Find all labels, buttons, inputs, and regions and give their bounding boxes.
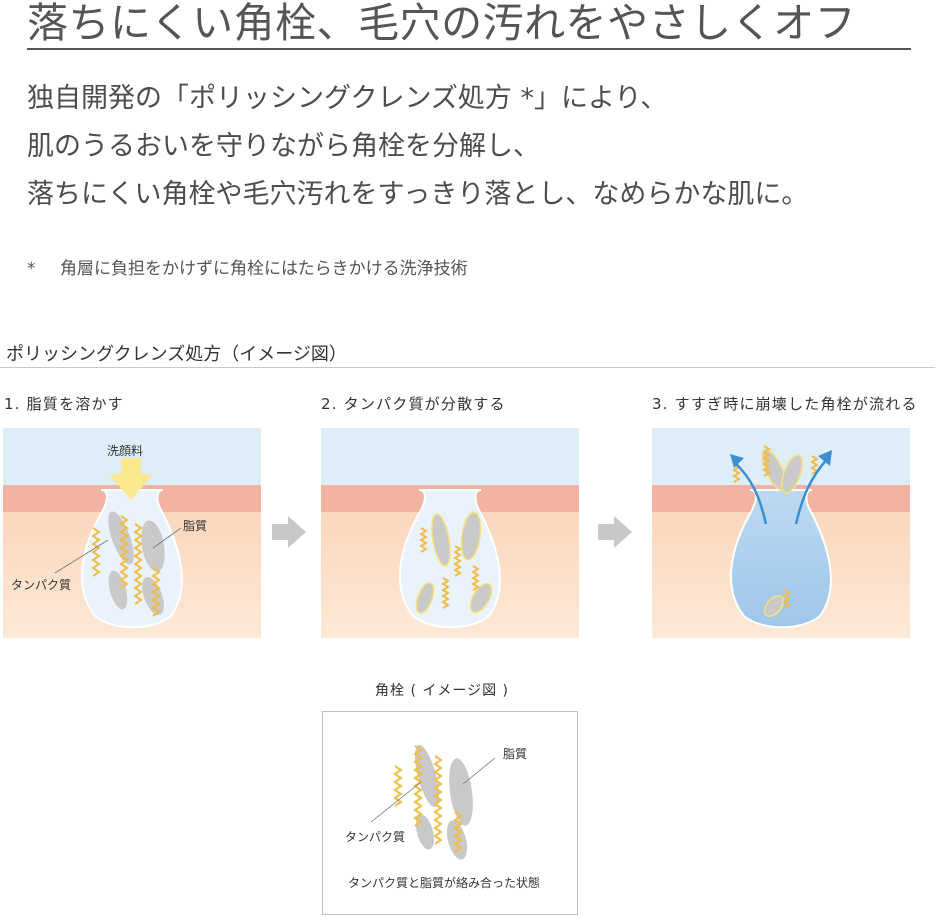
plug-lipid-label: 脂質 xyxy=(503,747,528,761)
body-line-3: 落ちにくい角栓や毛穴汚れをすっきり落とし、なめらかな肌に。 xyxy=(27,179,809,210)
step-arrow-1 xyxy=(272,516,306,548)
flow-arrows xyxy=(733,457,829,525)
step-2-illustration xyxy=(321,428,579,638)
body-line-2: 肌のうるおいを守りながら角栓を分解し、 xyxy=(27,131,540,162)
step-1-label: 1. 脂質を溶かす xyxy=(4,395,124,413)
step-3-label: 3. すすぎ時に崩壊した角栓が流れる xyxy=(652,395,918,413)
headline: 落ちにくい角栓、毛穴の汚れをやさしくオフ xyxy=(27,0,911,50)
protein-strands xyxy=(393,745,463,853)
step-2-label: 2. タンパク質が分散する xyxy=(321,395,506,413)
step-3-illustration xyxy=(652,428,910,638)
section-title: ポリッシングクレンズ処方（イメージ図） xyxy=(6,344,347,365)
plug-caption: タンパク質と脂質が絡み合った状態 xyxy=(348,876,541,890)
protein-strands xyxy=(91,515,161,617)
footnote-mark: * xyxy=(27,259,36,279)
lipid-label: 脂質 xyxy=(183,519,208,533)
section-divider xyxy=(0,367,935,368)
cleanser-label: 洗顔料 xyxy=(107,444,144,458)
step-arrow-2 xyxy=(598,516,632,548)
footnote-text: 角層に負担をかけずに角栓にはたらきかける洗浄技術 xyxy=(60,259,468,279)
protein-label: タンパク質 xyxy=(11,578,72,592)
plug-diagram-title: 角栓 ( イメージ図 ) xyxy=(375,683,509,699)
step-1-illustration: 洗顔料 脂質 タンパク質 xyxy=(3,428,261,638)
protein-strands xyxy=(419,527,480,609)
plug-diagram-box: 脂質 タンパク質 タンパク質と脂質が絡み合った状態 xyxy=(322,711,578,915)
plug-protein-label: タンパク質 xyxy=(345,830,406,844)
body-line-1: 独自開発の「ポリッシングクレンズ処方 *」により、 xyxy=(27,83,668,114)
lipid-fragments xyxy=(415,511,493,614)
cleanser-arrow xyxy=(109,458,153,500)
footnote: * 角層に負担をかけずに角栓にはたらきかける洗浄技術 xyxy=(27,254,468,279)
lipid-fragments xyxy=(414,745,473,860)
pore xyxy=(730,489,832,629)
